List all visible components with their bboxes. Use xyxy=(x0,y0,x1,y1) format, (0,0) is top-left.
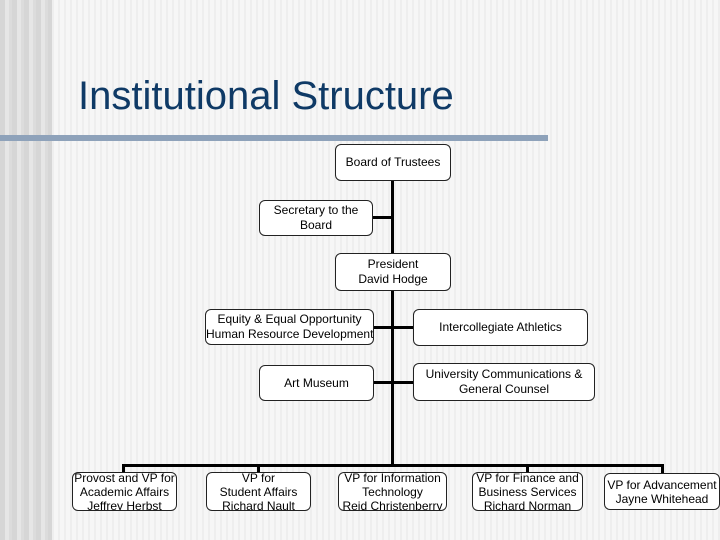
connector xyxy=(373,381,413,384)
node-label: Secretary to the xyxy=(273,203,359,217)
connector xyxy=(373,326,413,329)
node-secretary: Secretary to the Board xyxy=(259,200,373,236)
node-label: General Counsel xyxy=(458,382,550,396)
connector xyxy=(391,180,394,467)
node-advancement: VP for Advancement Jayne Whitehead xyxy=(604,473,720,510)
node-label: Intercollegiate Athletics xyxy=(439,320,562,334)
node-label: Art Museum xyxy=(284,375,349,390)
connector xyxy=(122,464,125,473)
node-communications-counsel: University Communications & General Coun… xyxy=(413,363,595,401)
connector xyxy=(661,464,664,473)
node-label: David Hodge xyxy=(358,272,428,286)
node-label: Richard Norman xyxy=(483,498,572,511)
node-label: Jeffrey Herbst xyxy=(87,498,162,511)
node-label: VP for Finance and xyxy=(476,472,579,485)
node-finance: VP for Finance and Business Services Ric… xyxy=(472,472,583,511)
node-label: Human Resource Development xyxy=(206,327,374,341)
node-art-museum: Art Museum xyxy=(259,365,374,401)
node-label: VP for Information xyxy=(344,472,441,485)
connector xyxy=(257,464,260,473)
node-athletics: Intercollegiate Athletics xyxy=(413,309,588,346)
node-label: Jayne Whitehead xyxy=(615,491,709,506)
node-label: Richard Nault xyxy=(222,498,295,511)
node-label: Board of Trustees xyxy=(345,155,441,169)
background-stripes xyxy=(0,0,52,540)
node-label: Board xyxy=(299,218,333,232)
node-label: Equity & Equal Opportunity xyxy=(217,312,362,326)
connector xyxy=(372,216,392,219)
node-label: Academic Affairs xyxy=(79,484,170,499)
connector xyxy=(122,464,664,467)
node-label: VP for Advancement xyxy=(607,477,717,492)
node-label: Provost and VP for xyxy=(74,472,175,485)
connector xyxy=(526,464,529,473)
node-label: Student Affairs xyxy=(219,484,298,499)
slide-title: Institutional Structure xyxy=(78,74,454,118)
node-provost: Provost and VP for Academic Affairs Jeff… xyxy=(72,472,177,511)
title-underline xyxy=(0,135,548,141)
node-information-technology: VP for Information Technology Reid Chris… xyxy=(338,472,447,511)
node-label: Reid Christenberry xyxy=(342,498,443,511)
node-label: President xyxy=(367,257,419,271)
node-label: Business Services xyxy=(478,484,577,499)
node-label: Technology xyxy=(362,484,423,499)
node-label: VP for xyxy=(241,472,276,485)
node-equity-hr: Equity & Equal Opportunity Human Resourc… xyxy=(205,309,374,345)
node-label: University Communications & xyxy=(425,367,583,381)
node-president: President David Hodge xyxy=(335,253,451,291)
node-student-affairs: VP for Student Affairs Richard Nault xyxy=(206,472,311,511)
node-board-of-trustees: Board of Trustees xyxy=(335,144,451,181)
